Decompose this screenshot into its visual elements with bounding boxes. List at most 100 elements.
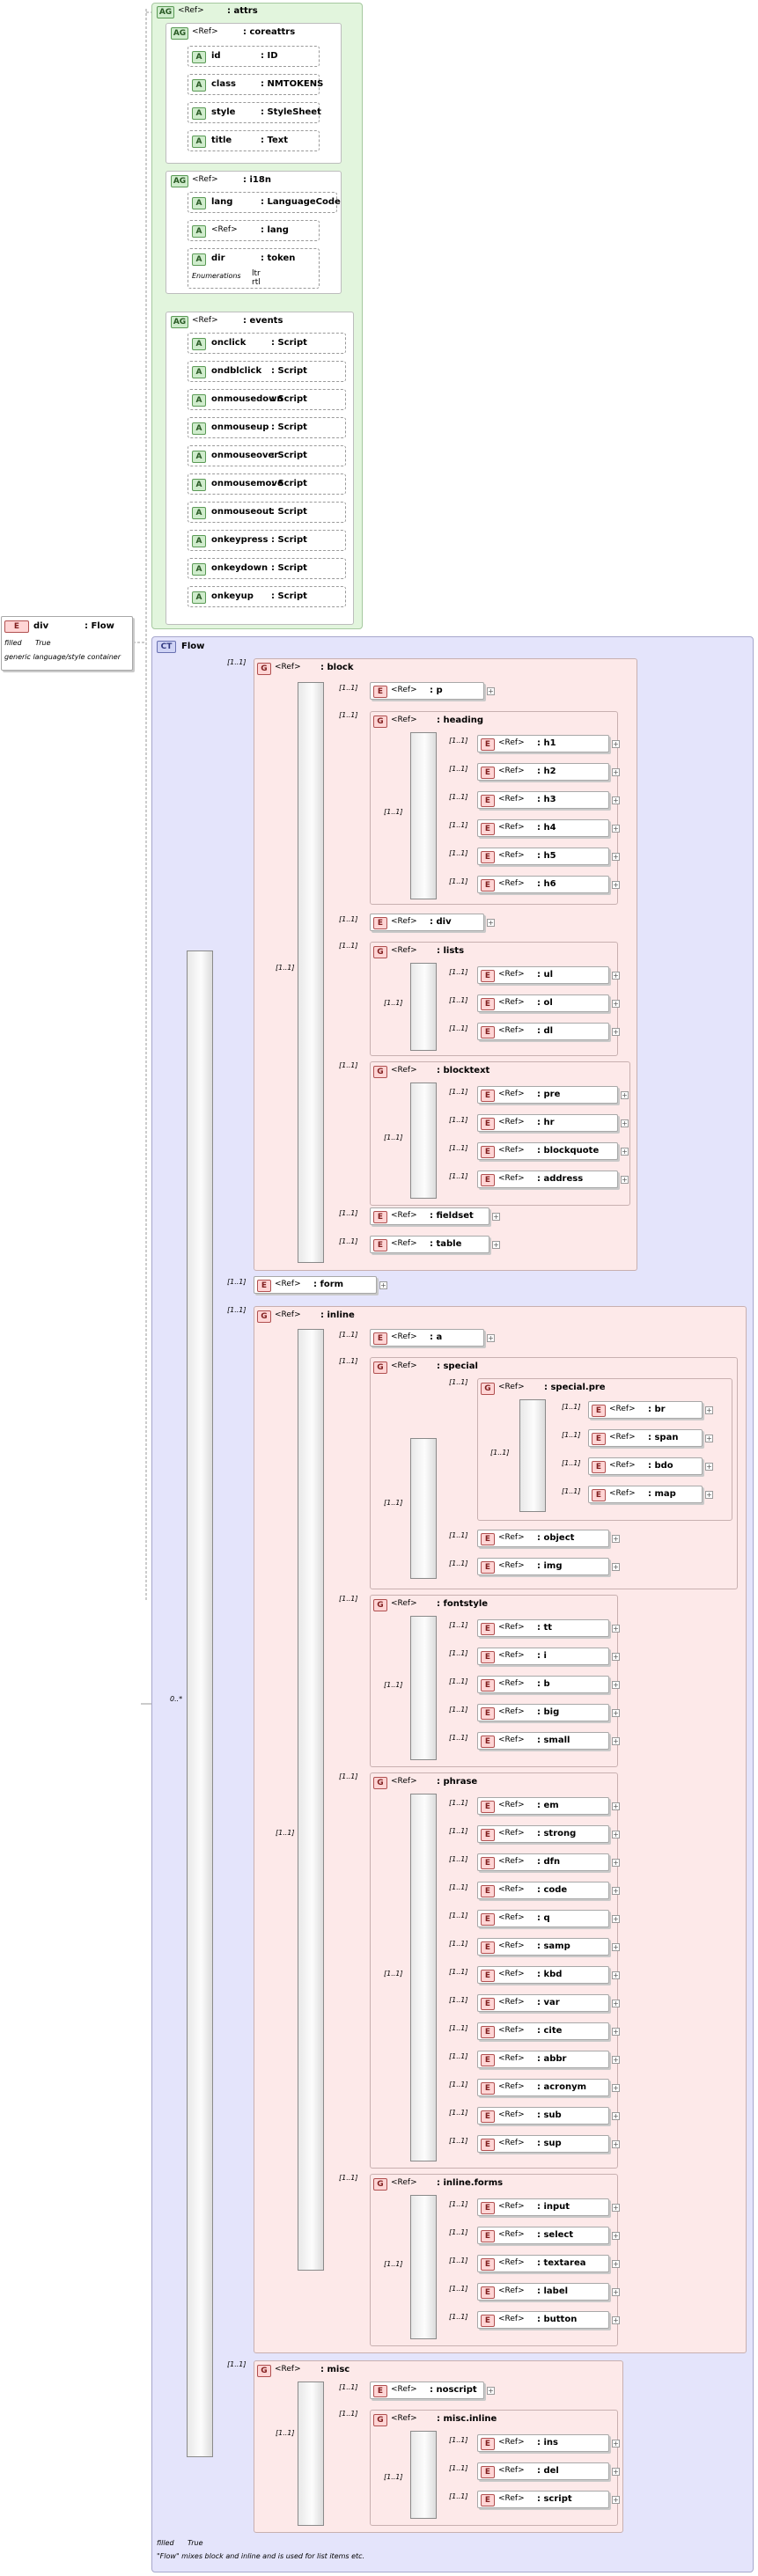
attribute-onmousedown[interactable] — [188, 389, 346, 410]
element-form[interactable] — [254, 1276, 377, 1294]
element-sub[interactable] — [477, 2107, 609, 2125]
expand-icon[interactable]: + — [612, 2204, 620, 2212]
attribute-id[interactable] — [188, 46, 320, 67]
element-ins[interactable] — [477, 2434, 609, 2452]
expand-icon[interactable]: + — [612, 1859, 620, 1867]
element-del[interactable] — [477, 2462, 609, 2480]
expand-icon[interactable]: + — [612, 972, 620, 980]
element-h3[interactable] — [477, 791, 609, 809]
expand-icon[interactable]: + — [487, 2387, 495, 2395]
expand-icon[interactable]: + — [612, 2232, 620, 2240]
element-h6[interactable] — [477, 876, 609, 893]
expand-icon[interactable]: + — [487, 919, 495, 927]
expand-icon[interactable]: + — [612, 1915, 620, 1923]
attribute-dir[interactable] — [188, 248, 320, 289]
attribute-onkeyup[interactable] — [188, 586, 346, 607]
expand-icon[interactable]: + — [612, 2028, 620, 2036]
expand-icon[interactable]: + — [612, 2084, 620, 2092]
expand-icon[interactable]: + — [612, 2056, 620, 2064]
element-pre[interactable] — [477, 1086, 618, 1104]
expand-icon[interactable]: + — [621, 1148, 629, 1156]
element-acronym[interactable] — [477, 2079, 609, 2096]
expand-icon[interactable]: + — [492, 1213, 500, 1221]
expand-icon[interactable]: + — [612, 1737, 620, 1745]
expand-icon[interactable]: + — [612, 2468, 620, 2476]
attribute-ondblclick[interactable] — [188, 361, 346, 382]
element-var[interactable] — [477, 1994, 609, 2012]
attribute-onmouseover[interactable] — [188, 445, 346, 466]
expand-icon[interactable]: + — [612, 2316, 620, 2324]
element-label[interactable] — [477, 2283, 609, 2301]
expand-icon[interactable]: + — [705, 1406, 713, 1414]
expand-icon[interactable]: + — [612, 1028, 620, 1036]
expand-icon[interactable]: + — [612, 1971, 620, 1979]
element-blockquote[interactable] — [477, 1142, 618, 1160]
element-dl[interactable] — [477, 1023, 609, 1040]
element-table[interactable] — [370, 1236, 489, 1253]
expand-icon[interactable]: + — [612, 1802, 620, 1810]
expand-icon[interactable]: + — [612, 1709, 620, 1717]
attribute-onclick[interactable] — [188, 333, 346, 354]
element-abbr[interactable] — [477, 2051, 609, 2068]
element-big[interactable] — [477, 1704, 609, 1721]
attribute-title[interactable] — [188, 130, 320, 151]
attribute-class[interactable] — [188, 74, 320, 95]
element-br[interactable] — [588, 1401, 703, 1419]
expand-icon[interactable]: + — [612, 740, 620, 748]
element-samp[interactable] — [477, 1938, 609, 1956]
expand-icon[interactable]: + — [705, 1491, 713, 1499]
expand-icon[interactable]: + — [612, 1625, 620, 1633]
element-map[interactable] — [588, 1486, 703, 1503]
element-cite[interactable] — [477, 2022, 609, 2040]
expand-icon[interactable]: + — [705, 1463, 713, 1471]
element-small[interactable] — [477, 1732, 609, 1750]
element-b[interactable] — [477, 1676, 609, 1693]
element-noscript[interactable] — [370, 2382, 484, 2399]
expand-icon[interactable]: + — [612, 1000, 620, 1008]
element-q[interactable] — [477, 1910, 609, 1927]
element-sup[interactable] — [477, 2135, 609, 2153]
element-script[interactable] — [477, 2491, 609, 2508]
element-object[interactable] — [477, 1530, 609, 1547]
element-textarea[interactable] — [477, 2255, 609, 2272]
attribute-onkeypress[interactable] — [188, 530, 346, 551]
attribute-onmouseup[interactable] — [188, 417, 346, 438]
expand-icon[interactable]: + — [612, 768, 620, 776]
element-strong[interactable] — [477, 1825, 609, 1843]
expand-icon[interactable]: + — [612, 2112, 620, 2120]
expand-icon[interactable]: + — [612, 1653, 620, 1661]
expand-icon[interactable]: + — [612, 1831, 620, 1838]
expand-icon[interactable]: + — [492, 1241, 500, 1249]
expand-icon[interactable]: + — [612, 2140, 620, 2148]
element-h4[interactable] — [477, 819, 609, 837]
element-tt[interactable] — [477, 1619, 609, 1637]
attribute-onkeydown[interactable] — [188, 558, 346, 579]
expand-icon[interactable]: + — [612, 881, 620, 889]
expand-icon[interactable]: + — [612, 825, 620, 833]
element-ol[interactable] — [477, 994, 609, 1012]
expand-icon[interactable]: + — [612, 2000, 620, 2007]
element-span[interactable] — [588, 1429, 703, 1447]
expand-icon[interactable]: + — [612, 1943, 620, 1951]
expand-icon[interactable]: + — [612, 1535, 620, 1543]
element-h1[interactable] — [477, 735, 609, 752]
element-img[interactable] — [477, 1558, 609, 1575]
expand-icon[interactable]: + — [487, 687, 495, 695]
element-bdo[interactable] — [588, 1457, 703, 1475]
attribute-onmousemove[interactable] — [188, 473, 346, 495]
expand-icon[interactable]: + — [705, 1435, 713, 1442]
attribute-ref-lang[interactable] — [188, 220, 320, 241]
expand-icon[interactable]: + — [612, 853, 620, 861]
element-h5[interactable] — [477, 848, 609, 865]
element-button[interactable] — [477, 2311, 609, 2329]
attribute-onmouseout[interactable] — [188, 502, 346, 523]
element-p[interactable] — [370, 682, 484, 700]
expand-icon[interactable]: + — [612, 1563, 620, 1571]
attribute-lang[interactable] — [188, 192, 337, 213]
element-hr[interactable] — [477, 1114, 618, 1132]
attribute-style[interactable] — [188, 102, 320, 123]
expand-icon[interactable]: + — [612, 796, 620, 804]
element-input[interactable] — [477, 2198, 609, 2216]
expand-icon[interactable]: + — [612, 2440, 620, 2448]
expand-icon[interactable]: + — [621, 1091, 629, 1099]
